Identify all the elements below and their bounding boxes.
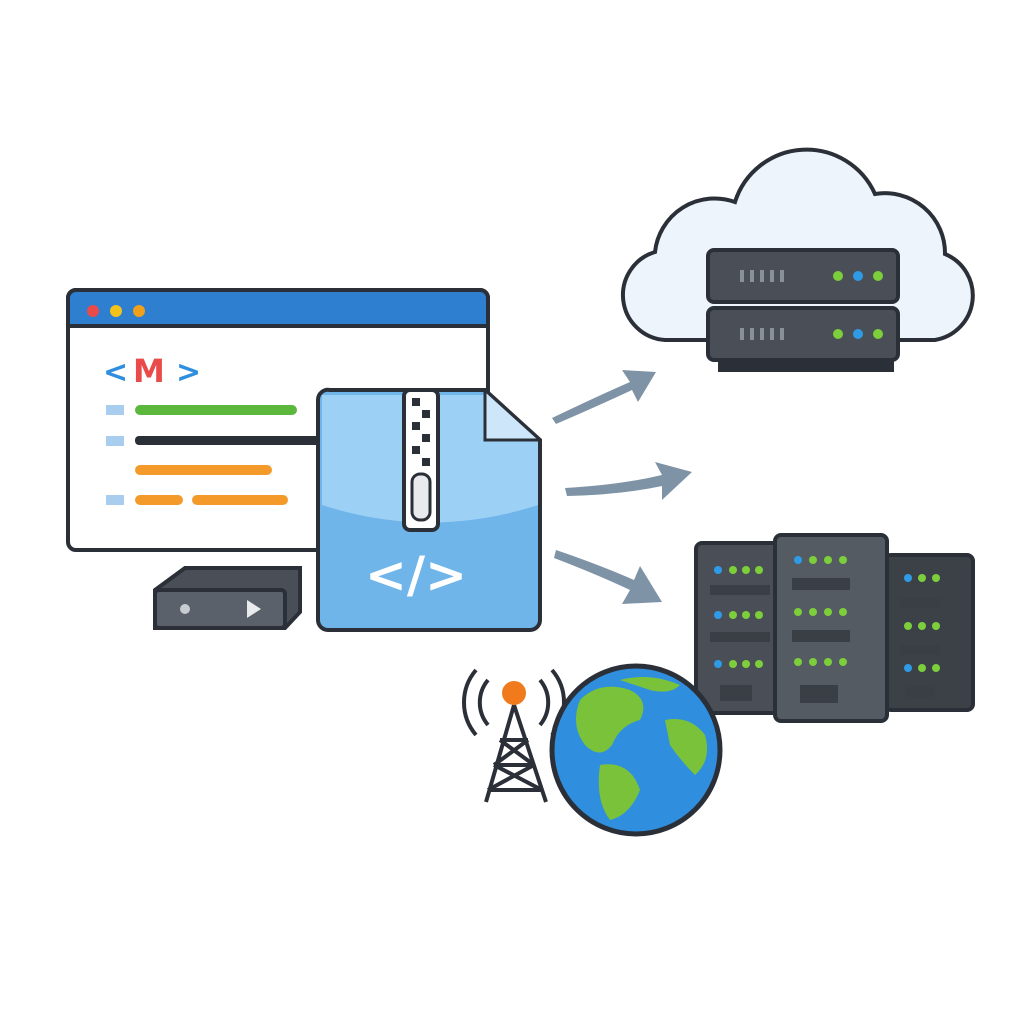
minimize-dot [110,305,122,317]
arrow-icon [552,370,692,604]
globe-icon [549,663,723,837]
media-player-icon [153,566,302,630]
markup-close: > [176,355,201,390]
code-symbol: </> [365,546,467,604]
markup-letter: M [133,352,165,390]
zip-archive-icon: </> [316,387,542,632]
maximize-dot [133,305,145,317]
server-rack-icon [694,533,975,723]
close-dot [87,305,99,317]
radio-tower-icon [462,668,566,803]
markup-open: < [103,355,128,390]
cloud-server-icon [621,147,975,372]
browser-window-icon: < M > [66,288,490,552]
